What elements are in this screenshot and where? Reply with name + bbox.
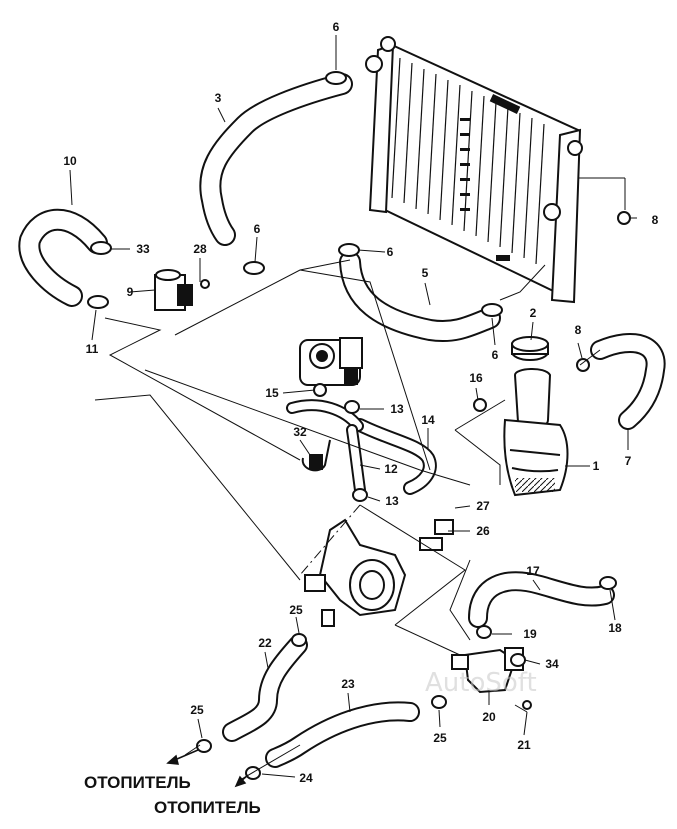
callout-6: 6 xyxy=(386,245,394,259)
callout-25: 25 xyxy=(289,603,303,617)
callout-8: 8 xyxy=(574,323,582,337)
callout-26: 26 xyxy=(476,524,490,538)
radiator xyxy=(365,36,625,304)
callout-24: 24 xyxy=(299,771,313,785)
callout-20: 20 xyxy=(482,710,496,724)
callout-10: 10 xyxy=(63,154,77,168)
hose-17 xyxy=(468,571,615,628)
callout-6: 6 xyxy=(491,348,499,362)
hose-7 xyxy=(590,332,666,430)
callout-7: 7 xyxy=(624,454,632,468)
callout-33: 33 xyxy=(136,242,150,256)
expansion-tank xyxy=(503,336,569,497)
callout-19: 19 xyxy=(523,627,537,641)
callout-11: 11 xyxy=(85,342,99,356)
part-9 xyxy=(154,269,193,311)
callout-6: 6 xyxy=(253,222,261,236)
hose-23 xyxy=(265,701,420,768)
callout-6: 6 xyxy=(332,20,340,34)
callout-3: 3 xyxy=(214,91,222,105)
assembly-lines xyxy=(94,178,626,781)
callout-2: 2 xyxy=(529,306,537,320)
callout-8: 8 xyxy=(651,213,659,227)
callout-16: 16 xyxy=(469,371,483,385)
leader-lines xyxy=(69,35,637,778)
cap-2 xyxy=(511,336,549,361)
clamps xyxy=(87,71,631,780)
heater-arrows xyxy=(166,749,249,788)
callout-28: 28 xyxy=(193,242,207,256)
callout-13: 13 xyxy=(385,494,399,508)
hose-5 xyxy=(339,251,501,342)
callout-25: 25 xyxy=(190,703,204,717)
hose-14 xyxy=(353,418,437,495)
callout-32: 32 xyxy=(293,425,307,439)
hose-12 xyxy=(346,424,366,496)
hose-10 xyxy=(18,208,108,307)
bracket-32 xyxy=(301,439,331,472)
heater-caption-1: ОТОПИТЕЛЬ xyxy=(84,773,191,792)
water-pump xyxy=(304,518,454,627)
callout-27: 27 xyxy=(476,499,490,513)
hose-3 xyxy=(199,73,353,246)
hose-22 xyxy=(222,635,308,742)
callout-34: 34 xyxy=(545,657,559,671)
callout-18: 18 xyxy=(608,621,622,635)
pipe-15 xyxy=(286,399,364,432)
callout-23: 23 xyxy=(341,677,355,691)
throttle-body xyxy=(299,337,363,386)
callout-13: 13 xyxy=(390,402,404,416)
callout-25: 25 xyxy=(433,731,447,745)
callout-5: 5 xyxy=(421,266,429,280)
callout-21: 21 xyxy=(517,738,531,752)
callout-17: 17 xyxy=(526,564,540,578)
callout-12: 12 xyxy=(384,462,398,476)
heater-caption-2: ОТОПИТЕЛЬ xyxy=(154,798,261,817)
callout-14: 14 xyxy=(421,413,435,427)
callout-15: 15 xyxy=(265,386,279,400)
callout-9: 9 xyxy=(126,285,134,299)
watermark: AutoSoft xyxy=(425,668,537,698)
callout-1: 1 xyxy=(592,459,600,473)
callout-22: 22 xyxy=(258,636,272,650)
